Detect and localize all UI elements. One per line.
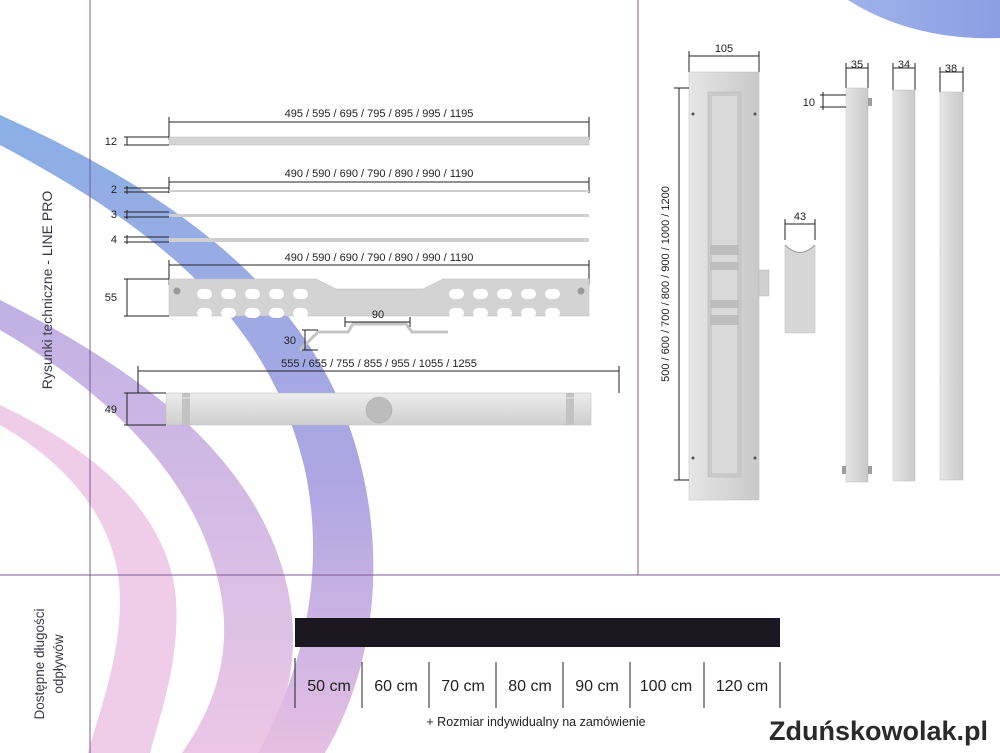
bottom-side-title-line-2: odpływów [51, 634, 66, 694]
frame-height-label: 55 [105, 292, 117, 304]
swoosh-pink [0, 300, 294, 753]
vertical-drawings: 105 500 / 600 / 700 / 800 / 900 / 1000 /… [660, 43, 964, 501]
vertical-channel-drawing: 105 500 / 600 / 700 / 800 / 900 / 1000 /… [660, 43, 770, 501]
insert-plates-drawing: 490 / 590 / 690 / 790 / 890 / 990 / 1190… [111, 168, 590, 246]
profile-3-drawing: 38 [939, 63, 964, 481]
length-ticks [294, 658, 781, 708]
length-option-90: 90 cm [575, 678, 619, 695]
cover-thickness-label: 12 [105, 136, 117, 148]
notch-shape [298, 322, 448, 352]
outlet-piece [784, 244, 816, 334]
length-option-120: 120 cm [716, 678, 768, 695]
frame-body [168, 278, 590, 317]
bottom-side-title-line-1: Dostępne długości [32, 608, 47, 719]
insert-thickness-4: 4 [111, 234, 117, 246]
outlet-piece-drawing: 43 [784, 211, 816, 334]
horizontal-drawings: 495 / 595 / 695 / 795 / 895 / 995 / 1195… [105, 108, 620, 426]
insert-plate-3mm [169, 214, 589, 217]
notch-width-label: 90 [372, 309, 384, 321]
frame-holes [173, 287, 585, 318]
outlet-hole [365, 396, 393, 424]
cover-plate-drawing: 495 / 595 / 695 / 795 / 895 / 995 / 1195… [105, 108, 590, 148]
length-option-60: 60 cm [374, 678, 418, 695]
vertical-lengths-label: 500 / 600 / 700 / 800 / 900 / 1000 / 120… [660, 186, 672, 382]
length-option-50: 50 cm [307, 678, 351, 695]
insert-lengths-label: 490 / 590 / 690 / 790 / 890 / 990 / 1190 [285, 168, 474, 180]
insert-plate-2mm [169, 190, 589, 192]
cover-plate [168, 136, 590, 146]
frame-drawing: 490 / 590 / 690 / 790 / 890 / 990 / 1190 [105, 252, 590, 318]
insert-plate-4mm [169, 238, 589, 242]
profile-offset-label: 10 [803, 97, 815, 109]
swoosh-pink-lower [0, 405, 177, 753]
length-option-70: 70 cm [441, 678, 485, 695]
length-option-100: 100 cm [640, 678, 692, 695]
body-lengths-label: 555 / 655 / 755 / 855 / 955 / 1055 / 125… [281, 358, 477, 370]
frame-lengths-label: 490 / 590 / 690 / 790 / 890 / 990 / 1190 [285, 252, 474, 264]
insert-thickness-3: 3 [111, 209, 117, 221]
insert-thickness-2: 2 [111, 184, 117, 196]
profile-width-3-label: 38 [945, 63, 957, 75]
swoosh-blue [0, 115, 374, 753]
profile-3 [939, 91, 964, 481]
profile-width-2-label: 34 [898, 59, 910, 71]
outlet-width-label: 43 [794, 211, 806, 223]
swoosh-top-right [848, 0, 1000, 39]
vertical-width-label: 105 [715, 43, 733, 55]
profile-2 [892, 89, 916, 482]
channel-body-drawing: 555 / 655 / 755 / 855 / 955 / 1055 / 125… [105, 358, 620, 426]
profile-1-drawing: 35 10 [803, 59, 872, 483]
length-option-80: 80 cm [508, 678, 552, 695]
notch-detail: 90 30 [284, 309, 448, 352]
body-height-label: 49 [105, 404, 117, 416]
notch-depth-label: 30 [284, 335, 296, 347]
side-title: Rysunki techniczne - LINE PRO [39, 191, 55, 390]
profile-2-drawing: 34 [892, 59, 916, 482]
cover-lengths-label: 495 / 595 / 695 / 795 / 895 / 995 / 1195 [285, 108, 474, 120]
brand-logo[interactable]: Zduńskowolak.pl [769, 716, 988, 746]
profile-width-1-label: 35 [851, 59, 863, 71]
length-bar [295, 618, 780, 647]
custom-size-note: + Rozmiar indywidualny na zamówienie [426, 715, 645, 729]
profile-1 [845, 87, 869, 483]
lengths-section: 50 cm 60 cm 70 cm 80 cm 90 cm 100 cm 120… [294, 618, 781, 729]
